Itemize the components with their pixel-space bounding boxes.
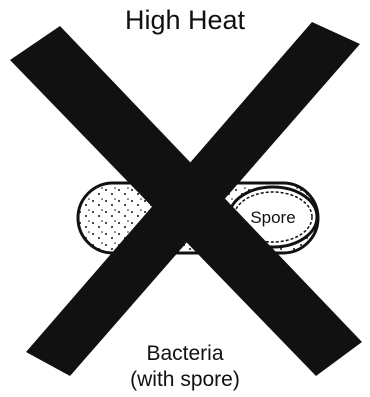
caption-line-1: Bacteria: [0, 341, 370, 367]
spore-label: Spore: [250, 208, 295, 227]
caption-line-2: (with spore): [0, 367, 370, 393]
